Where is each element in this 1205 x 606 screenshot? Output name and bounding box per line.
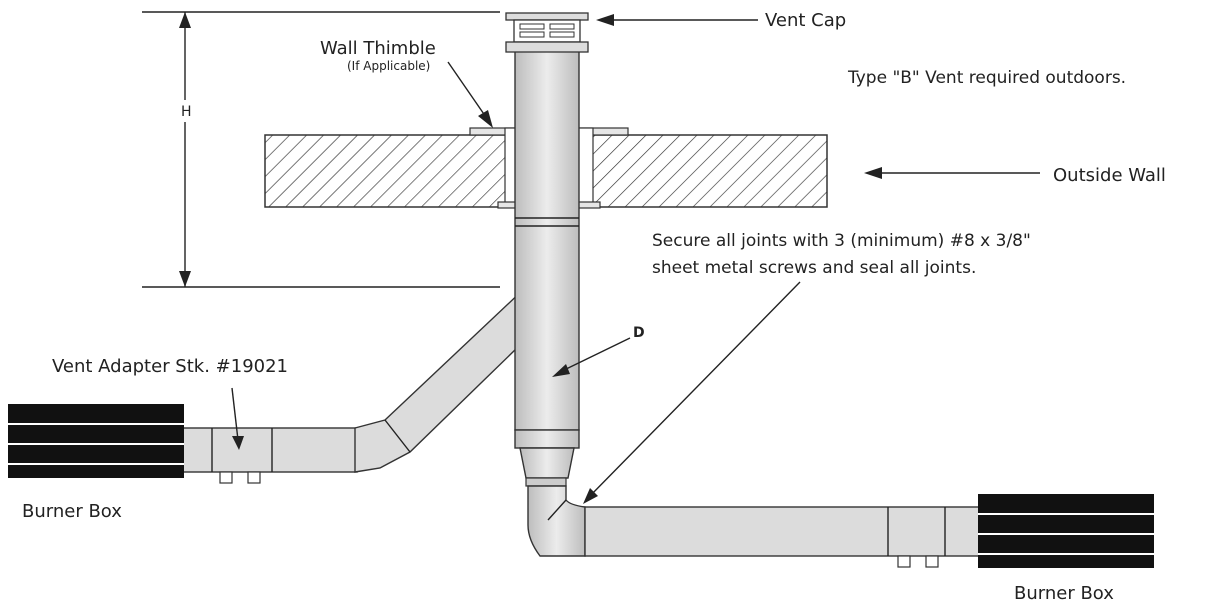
height-dimension [142,11,500,288]
main-vent-pipe [514,49,586,557]
burner-box-right-label: Burner Box [1014,583,1114,604]
right-vent-branch [584,506,981,568]
burner-box-right [978,494,1154,568]
burner-box-left [8,404,184,478]
vent-cap [505,12,589,53]
left-vent-branch [181,285,554,484]
type-b-note: Type "B" Vent required outdoors. [847,68,1126,88]
wall-thimble-label: Wall Thimble [320,38,436,59]
if-applicable-label: (If Applicable) [347,59,430,73]
leader-lines [231,14,1040,504]
vent-cap-label: Vent Cap [765,10,846,31]
vent-adapter-label: Vent Adapter Stk. #19021 [52,356,288,377]
d-label: D [633,325,645,341]
burner-box-left-label: Burner Box [22,501,122,522]
outside-wall-label: Outside Wall [1053,165,1166,186]
h-label: H [181,104,192,120]
secure-joints-line1: Secure all joints with 3 (minimum) #8 x … [652,231,1031,251]
secure-joints-line2: sheet metal screws and seal all joints. [652,258,976,278]
